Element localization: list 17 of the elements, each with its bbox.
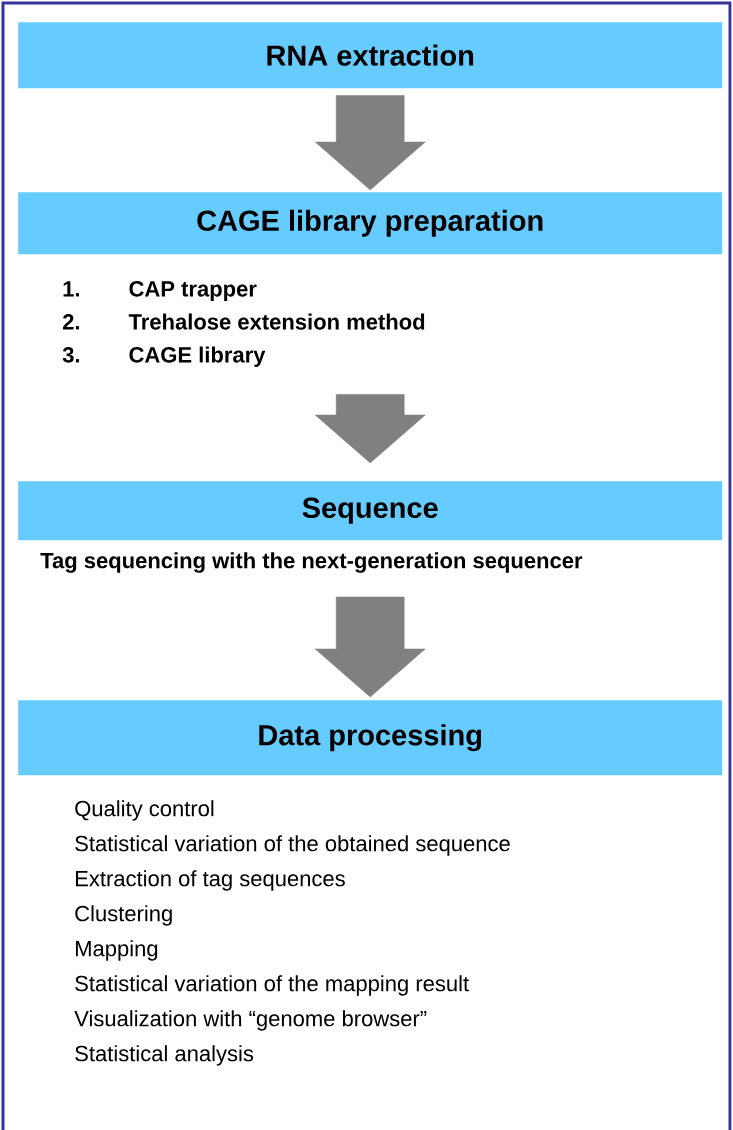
stage-band: CAGE library preparation [18,192,723,255]
block-arrow [314,596,426,698]
step-text: Tag sequencing with the next-generation sequencer [40,552,583,573]
stage-band: Data processing [18,700,723,776]
process-step: Visualization with “genome browser” [74,1010,427,1031]
process-step: Clustering [75,905,172,926]
stage-band: Sequence [18,481,723,541]
process-step: Quality control [75,800,214,821]
process-step: Extraction of tag sequences [76,870,345,891]
process-step: Statistical variation of the mapping result [75,975,469,996]
block-arrow [314,394,426,464]
process-step: Mapping [76,940,158,961]
process-step: Statistical analysis [75,1045,254,1066]
step-list: 1. CAP trapper 2. Trehalose extension method 3. CAGE library [62,281,425,367]
process-step: Statistical variation of the obtained sequence [75,835,510,856]
block-arrow [314,95,426,191]
stage-band: RNA extraction [18,22,723,89]
